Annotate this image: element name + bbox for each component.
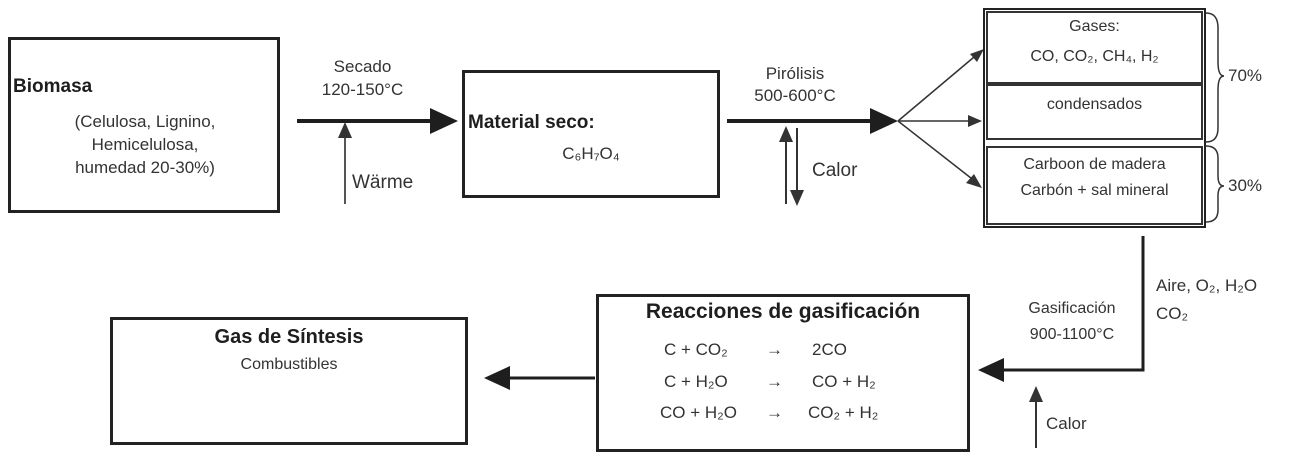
arrowhead-split-gases [970,49,984,62]
arrowhead-pyrolysis [870,108,898,134]
reacciones-box [596,294,970,452]
carbon-line1: Carboon de madera [1023,156,1166,173]
reaction-3-left: CO + H₂O [660,403,737,422]
syngas-title: Gas de Síntesis [214,326,364,348]
secado-label: Secado [333,57,392,76]
material-title: Material seco: [468,112,595,133]
arrowhead-calor-down [790,190,804,206]
reaction-1-left: C + CO₂ [664,340,728,359]
biomasa-title: Biomasa [13,76,93,97]
gases-list: CO, CO₂, CH₄, H₂ [1030,48,1159,65]
agents-line2: CO₂ [1156,304,1189,323]
syngas-subtitle: Combustibles [240,356,338,373]
reaction-1-right: 2CO [812,340,847,359]
warme-label: Wärme [352,172,414,193]
arrowhead-warme [338,122,352,138]
reaction-2-arrow: → [766,372,783,391]
gasificacion-temp: 900-1100°C [1029,326,1115,343]
arrowhead-split-condensados [968,115,982,127]
arrowhead-gasification [978,358,1004,382]
arrowhead-split-carbon [966,174,982,188]
condensados-cell [986,84,1203,140]
reacciones-title: Reacciones de gasificación [645,300,921,323]
syngas-box [110,317,468,445]
biomasa-box [8,37,280,213]
secado-temp: 120-150°C [321,80,404,99]
material-formula: C₆H₇O₄ [562,144,620,163]
biomasa-line2: Hemicelulosa, [91,135,199,154]
calor-label-top: Calor [812,160,858,181]
material-box [462,70,720,198]
biomasa-line1: (Celulosa, Lignino, [74,112,216,131]
reaction-2-right: CO + H₂ [812,372,876,391]
arrowhead-material [430,108,458,134]
arrow-split-gases [897,51,981,122]
carbon-line2: Carbón + sal mineral [1020,182,1169,199]
reaction-2-left: C + H₂O [664,372,728,391]
agents-line1: Aire, O₂, H₂O [1156,276,1258,295]
gasificacion-label: Gasificación [1028,300,1116,317]
condensados-label: condensados [1046,96,1143,113]
arrow-char-to-gasification [1002,236,1145,372]
reaction-3-right: CO₂ + H₂ [808,403,879,422]
arrowhead-calor-up [779,126,793,142]
carbon-cell [986,146,1203,225]
percent-30: 30% [1228,176,1263,195]
gases-label: Gases: [1069,18,1120,35]
calor-label-bottom: Calor [1046,414,1087,433]
arrow-split-carbon [897,120,977,183]
percent-70: 70% [1228,66,1263,85]
arrowhead-calor-bottom [1029,386,1043,402]
pirolisis-temp: 500-600°C [754,86,836,105]
gases-cell [986,11,1203,84]
pirolisis-label: Pirólisis [765,64,825,83]
arrowhead-syngas [484,366,510,390]
reaction-3-arrow: → [766,403,783,422]
bracket-30 [1205,145,1225,223]
reaction-1-arrow: → [766,340,783,359]
biomasa-line3: humedad 20-30%) [75,158,215,177]
bracket-70 [1205,12,1225,143]
